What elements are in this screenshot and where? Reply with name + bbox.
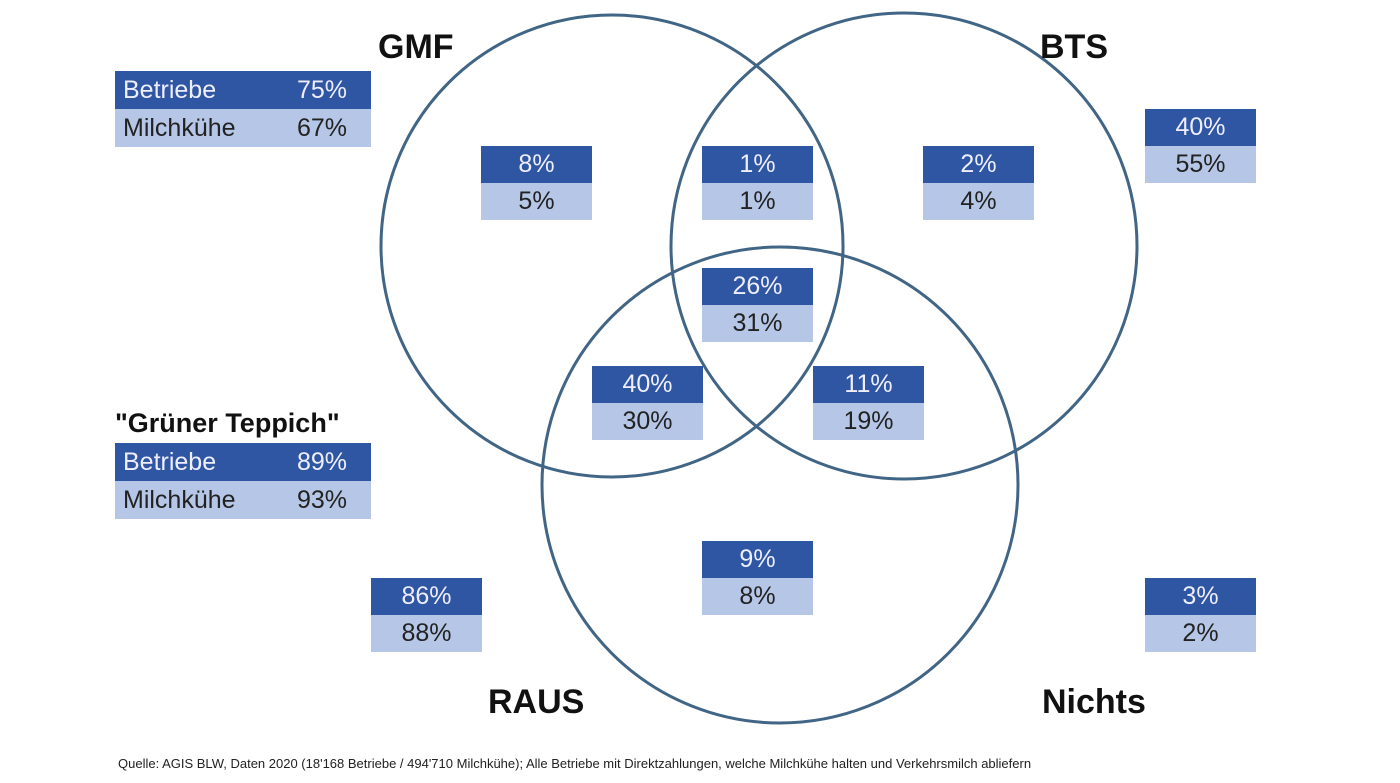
legend-value: 75% bbox=[296, 76, 347, 104]
legend-label: Betriebe bbox=[123, 76, 217, 104]
legend-label: Betriebe bbox=[123, 448, 217, 476]
betriebe-value: 2% bbox=[923, 146, 1034, 183]
betriebe-value: 1% bbox=[702, 146, 813, 183]
kuehe-value: 5% bbox=[481, 183, 592, 220]
label-gmf: GMF bbox=[378, 28, 454, 66]
kuehe-value: 88% bbox=[371, 615, 482, 652]
region-nichts: 3%2% bbox=[1145, 578, 1256, 652]
betriebe-value: 9% bbox=[702, 541, 813, 578]
betriebe-value: 40% bbox=[592, 366, 703, 403]
betriebe-value: 86% bbox=[371, 578, 482, 615]
label-nichts: Nichts bbox=[1042, 683, 1146, 721]
kuehe-value: 4% bbox=[923, 183, 1034, 220]
betriebe-value: 26% bbox=[702, 268, 813, 305]
kuehe-value: 1% bbox=[702, 183, 813, 220]
kuehe-value: 8% bbox=[702, 578, 813, 615]
betriebe-value: 40% bbox=[1145, 109, 1256, 146]
region-bts-raus: 11%19% bbox=[813, 366, 924, 440]
legend-value: 67% bbox=[296, 114, 347, 142]
legend-label: Milchkühe bbox=[123, 486, 236, 514]
region-gmf-raus: 40%30% bbox=[592, 366, 703, 440]
region-bts-total: 40%55% bbox=[1145, 109, 1256, 183]
circle-gmf bbox=[379, 13, 845, 479]
source-footnote: Quelle: AGIS BLW, Daten 2020 (18'168 Bet… bbox=[118, 756, 1032, 771]
betriebe-value: 11% bbox=[813, 366, 924, 403]
legend-label: Milchkühe bbox=[123, 114, 236, 142]
kuehe-value: 30% bbox=[592, 403, 703, 440]
kuehe-value: 19% bbox=[813, 403, 924, 440]
region-raus-total: 86%88% bbox=[371, 578, 482, 652]
kuehe-value: 31% bbox=[702, 305, 813, 342]
betriebe-value: 8% bbox=[481, 146, 592, 183]
label-bts: BTS bbox=[1040, 28, 1108, 66]
legend-value: 93% bbox=[296, 486, 347, 514]
legend-value: 89% bbox=[296, 448, 347, 476]
legend-top: Betriebe 75% Milchkühe 67% bbox=[115, 71, 371, 147]
region-gmf-bts: 1%1% bbox=[702, 146, 813, 220]
circle-raus bbox=[540, 245, 1020, 725]
legend-green: Betriebe 89% Milchkühe 93% bbox=[115, 443, 371, 519]
kuehe-value: 2% bbox=[1145, 615, 1256, 652]
label-raus: RAUS bbox=[488, 683, 585, 721]
region-all-three: 26%31% bbox=[702, 268, 813, 342]
circle-bts bbox=[669, 11, 1139, 481]
gruener-teppich-title: "Grüner Teppich" bbox=[115, 408, 340, 438]
betriebe-value: 3% bbox=[1145, 578, 1256, 615]
region-raus-only: 9%8% bbox=[702, 541, 813, 615]
region-bts-only: 2%4% bbox=[923, 146, 1034, 220]
kuehe-value: 55% bbox=[1145, 146, 1256, 183]
region-gmf-only: 8%5% bbox=[481, 146, 592, 220]
